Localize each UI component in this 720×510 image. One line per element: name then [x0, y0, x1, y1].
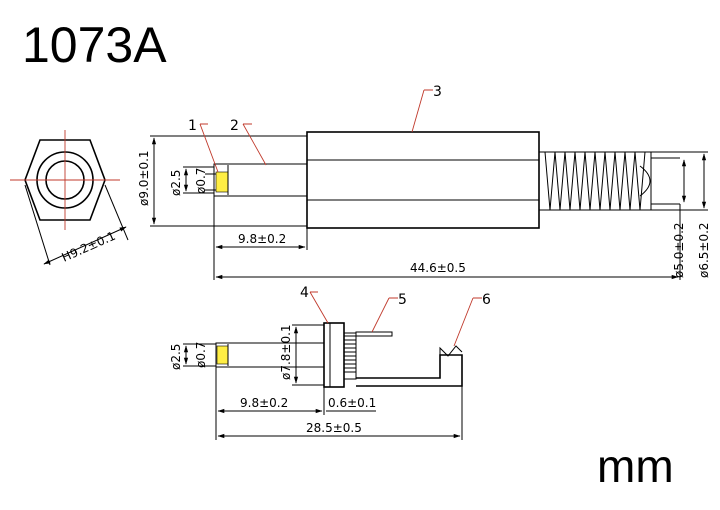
strain-relief-spring — [544, 151, 646, 211]
b-hole-diameter-label: ø0.7 — [194, 342, 208, 368]
hex-dim-line — [43, 226, 127, 265]
hole-diameter-label: ø0.7 — [194, 168, 208, 194]
end-view: H9.2±0.1 — [10, 130, 129, 266]
callout-4: 4 — [300, 285, 309, 301]
housing-body — [306, 131, 540, 229]
cable-end — [639, 157, 680, 205]
callout-1-leader — [199, 123, 219, 173]
pin-body-2 — [215, 342, 325, 368]
collar-diameter-label: ø7.8±0.1 — [279, 324, 293, 380]
collar — [323, 322, 345, 388]
pin-diameter-label: ø2.5 — [169, 170, 183, 196]
callout-5: 5 — [398, 292, 407, 308]
callout-5-leader — [371, 297, 398, 333]
callout-1: 1 — [188, 118, 197, 134]
pin-tip-highlight — [215, 171, 229, 193]
hex-dim-label: H9.2±0.1 — [60, 229, 118, 265]
callout-2: 2 — [230, 118, 239, 134]
callout-6: 6 — [482, 292, 491, 308]
pin-tip-highlight-2 — [216, 345, 229, 365]
solder-lug-6 — [356, 354, 463, 387]
callout-2-leader — [242, 123, 267, 166]
b-total-length-label: 28.5±0.5 — [306, 421, 362, 435]
unit-label: mm — [597, 440, 674, 492]
solder-tab-5 — [355, 331, 393, 337]
jack-side-view: ø2.5 ø0.7 ø7.8±0.1 9.8±0.2 0.6±0.1 28.5±… — [169, 285, 491, 440]
callout-3-leader — [411, 89, 433, 133]
total-length-label: 44.6±0.5 — [410, 261, 466, 275]
body-diameter-label: ø9.0±0.1 — [137, 150, 151, 206]
model-title: 1073A — [22, 17, 167, 73]
hex-dim-ext-1 — [24, 184, 51, 266]
pin-length-label: 9.8±0.2 — [238, 232, 286, 246]
solder-lug-tip — [439, 345, 463, 357]
callout-6-leader — [453, 297, 482, 347]
callout-3: 3 — [433, 84, 442, 100]
cable-outer-label: ø6.5±0.2 — [697, 222, 711, 278]
callout-4-leader — [309, 291, 329, 324]
cable-inner-label: ø5.0±0.2 — [672, 222, 686, 278]
b-pin-diameter-label: ø2.5 — [169, 344, 183, 370]
b-pin-length-label: 9.8±0.2 — [240, 396, 288, 410]
b-collar-length-label: 0.6±0.1 — [328, 396, 376, 410]
thread-lines — [344, 335, 356, 373]
plug-side-view: ø9.0±0.1 ø2.5 ø0.7 9.8±0.2 44.6±0.5 ø5.0… — [137, 84, 711, 280]
